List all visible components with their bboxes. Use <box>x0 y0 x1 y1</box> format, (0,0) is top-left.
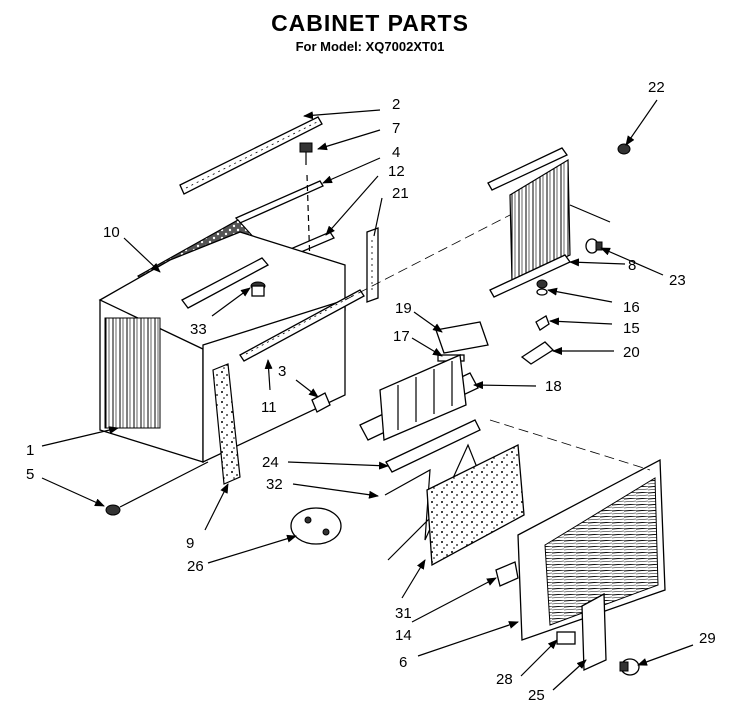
part-top-rail <box>179 116 323 195</box>
part-clip <box>311 392 331 413</box>
part-knob <box>585 238 603 254</box>
callout-26: 26 <box>187 558 204 575</box>
callout-14: 14 <box>395 627 412 644</box>
callout-22: 22 <box>648 79 665 96</box>
alignment-lines <box>344 214 651 471</box>
part-grille-clip <box>495 561 519 587</box>
callout-8: 8 <box>628 257 636 274</box>
callout-6: 6 <box>399 654 407 671</box>
part-grommet <box>250 281 266 297</box>
callout-31: 31 <box>395 605 412 622</box>
callout-17: 17 <box>393 328 410 345</box>
leader-lines <box>41 99 694 691</box>
callout-21: 21 <box>392 185 409 202</box>
part-vertical-bracket <box>366 227 379 303</box>
callout-19: 19 <box>395 300 412 317</box>
callout-4: 4 <box>392 144 400 161</box>
callout-11: 11 <box>261 399 277 416</box>
page-title: CABINET PARTS <box>271 10 469 36</box>
part-nut <box>536 279 548 296</box>
part-foam-strip <box>385 419 481 473</box>
part-screw-top <box>299 142 313 165</box>
callout-15: 15 <box>623 320 640 337</box>
part-front-grille <box>517 458 666 641</box>
part-control-door <box>581 592 607 671</box>
callout-1: 1 <box>26 442 34 459</box>
callout-5: 5 <box>26 466 34 483</box>
callout-10: 10 <box>103 224 120 241</box>
callout-20: 20 <box>623 344 640 361</box>
model-subtitle: For Model: XQ7002XT01 <box>295 39 445 54</box>
callout-29: 29 <box>699 630 716 647</box>
part-side-rail <box>239 289 365 362</box>
part-side-foam-strip <box>212 363 241 485</box>
callout-24: 24 <box>262 454 279 471</box>
callout-9: 9 <box>186 535 194 552</box>
part-washer <box>535 315 550 331</box>
callout-25: 25 <box>528 687 545 704</box>
part-mounting-cup <box>290 507 342 545</box>
callout-3: 3 <box>278 363 286 380</box>
part-control-knob <box>619 658 640 676</box>
part-screw-side <box>105 504 121 516</box>
part-condenser-coil <box>487 147 611 298</box>
part-clip-right <box>520 341 555 365</box>
callout-7: 7 <box>392 120 400 137</box>
callout-28: 28 <box>496 671 513 688</box>
part-hinge <box>556 631 576 645</box>
callout-16: 16 <box>623 299 640 316</box>
callout-23: 23 <box>669 272 686 289</box>
callout-2: 2 <box>392 96 400 113</box>
part-air-filter <box>426 443 525 567</box>
part-screw-condenser <box>617 143 631 155</box>
callout-12: 12 <box>388 163 405 180</box>
part-damper-bracket <box>435 321 489 362</box>
callout-32: 32 <box>266 476 283 493</box>
callout-33: 33 <box>190 321 207 338</box>
callout-18: 18 <box>545 378 562 395</box>
part-cabinet-shell <box>98 231 346 464</box>
